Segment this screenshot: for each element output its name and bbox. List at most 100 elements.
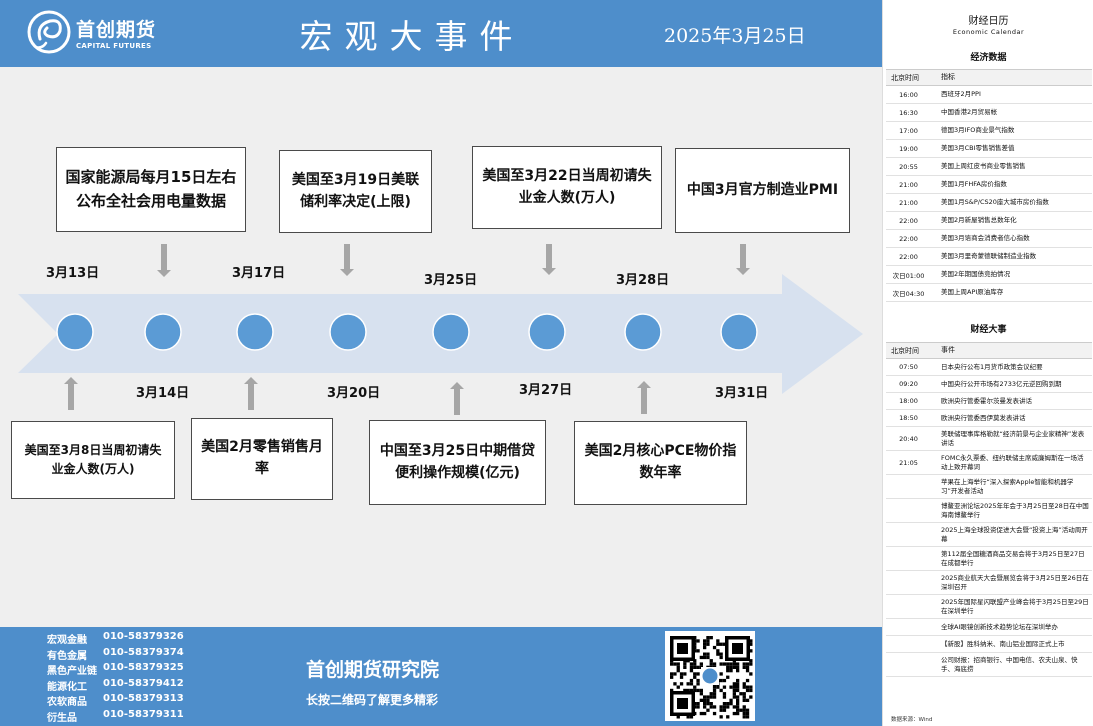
data-source: 数据来源：Wind: [891, 717, 933, 723]
date-label-mar20: 3月20日: [327, 386, 381, 401]
event-box-us-jobless-claims-mar8: 美国至3月8日当周初请失业金人数(万人): [11, 421, 175, 499]
company-logo[interactable]: 首创期货 CAPITAL FUTURES: [26, 9, 176, 59]
row-item: FOMC永久票委、纽约联储主席威廉姆斯在一场活动上致开幕词: [941, 454, 1084, 471]
contact-phone[interactable]: 010-58379326: [103, 631, 184, 642]
logo-swirl-icon: [27, 10, 71, 54]
row-time: 次日01:00: [892, 271, 925, 280]
major-event-row: 18:50 欧洲央行管委西伊莫发表讲话: [886, 410, 1092, 427]
date-label-mar28: 3月28日: [616, 273, 670, 288]
arrow-down-icon: [736, 244, 750, 275]
contact-phone[interactable]: 010-58379412: [103, 677, 184, 689]
row-time: 17:00: [899, 126, 918, 135]
date-label-mar14: 3月14日: [136, 386, 190, 401]
row-time: 22:00: [899, 252, 918, 261]
event-box-china-pmi: 中国3月官方制造业PMI: [675, 148, 850, 233]
calendar-title: 财经日历: [968, 16, 1009, 27]
date-label-mar27: 3月27日: [519, 383, 573, 398]
major-event-row: 2025上海全球投资促进大会暨“投资上海”活动周开幕: [886, 523, 1092, 547]
arrow-up-icon: [64, 377, 78, 410]
event-box-fed-rate: 美国至3月19日美联储利率决定(上限): [279, 150, 432, 233]
major-event-row: 全球AI眼镜创新技术趋势论坛在深圳举办: [886, 619, 1092, 636]
timeline-node: [624, 313, 662, 351]
report-date: 2025年3月25日: [664, 25, 806, 47]
row-item: 全球AI眼镜创新技术趋势论坛在深圳举办: [941, 622, 1058, 631]
economic-data-row: 22:00 美国3月里奇蒙德联储制造业指数: [886, 248, 1092, 266]
contact-phone[interactable]: 010-58379311: [103, 708, 184, 720]
contact-phone[interactable]: 010-58379325: [103, 662, 184, 673]
major-event-row: 博鳌亚洲论坛2025年年会于3月25日至28日在中国海南博鳌举行: [886, 499, 1092, 523]
row-item: 苹果在上海举行“深入探索Apple智能和机器学习”开发者活动: [941, 478, 1074, 495]
timeline-node: [720, 313, 758, 351]
row-item: 德国3月IFO商业景气指数: [941, 126, 1015, 135]
row-time: 22:00: [899, 234, 918, 243]
row-item: 2025上海全球投资促进大会暨“投资上海”活动周开幕: [941, 526, 1088, 543]
contact-dept: 能源化工: [47, 681, 87, 693]
col-event-header: 事件: [941, 345, 955, 354]
row-item: 欧洲央行管委西伊莫发表讲话: [941, 413, 1026, 422]
row-item: 美联储理事库格勒就“经济前景与企业家精神”发表讲话: [941, 430, 1085, 447]
arrow-down-icon: [542, 244, 556, 275]
date-label-mar13: 3月13日: [46, 266, 100, 281]
timeline-node: [144, 313, 182, 351]
row-time: 19:00: [899, 144, 918, 153]
contact-row: 黑色产业链 010-58379325: [47, 662, 184, 678]
timeline-node: [528, 313, 566, 351]
row-time: 07:50: [899, 363, 918, 371]
row-item: 美国3月里奇蒙德联储制造业指数: [941, 252, 1037, 261]
row-item: 中国央行公开市场有2733亿元逆回购到期: [941, 379, 1062, 388]
row-item: 美国2月新屋销售总数年化: [941, 216, 1017, 225]
contact-list: 宏观金融 010-58379326 有色金属 010-58379374 黑色产业链 010…: [47, 631, 184, 724]
row-time: 16:30: [899, 108, 918, 117]
timeline-node: [432, 313, 470, 351]
row-time: 09:20: [899, 380, 918, 388]
arrow-up-icon: [450, 382, 464, 415]
row-item: 公司财报：招商银行、中国电信、农夫山泉、快手、海底捞: [941, 656, 1078, 673]
contact-phone[interactable]: 010-58379374: [103, 646, 184, 658]
row-item: 西班牙2月PPI: [941, 90, 981, 99]
contact-dept: 黑色产业链: [47, 666, 97, 677]
row-item: 日本央行公布1月货币政策会议纪要: [941, 362, 1043, 371]
arrow-down-icon: [340, 244, 354, 276]
economic-calendar-panel: 财经日历 Economic Calendar 经济数据 北京时间 指标 16:0…: [882, 0, 1093, 726]
logo-text: 首创期货: [76, 19, 157, 41]
table-header: 北京时间 事件: [886, 342, 1092, 359]
timeline-graphic: [18, 244, 863, 415]
contact-dept: 农软商品: [47, 697, 87, 708]
arrow-up-icon: [637, 381, 651, 414]
row-item: 2025商业航天大会暨展览会将于3月25日至26日在深圳召开: [941, 574, 1089, 591]
col-indicator-header: 指标: [941, 72, 955, 81]
row-time: 18:50: [899, 414, 918, 422]
major-event-row: 公司财报：招商银行、中国电信、农夫山泉、快手、海底捞: [886, 653, 1092, 677]
event-box-us-retail-sales: 美国2月零售销售月率: [191, 418, 333, 500]
row-item: 美国上周红皮书商业零售销售: [941, 162, 1026, 171]
arrow-down-icon: [157, 244, 171, 277]
contact-dept: 宏观金融: [47, 635, 87, 646]
major-event-row: 2025年国际星闪联盟产业峰会将于3月25日至29日在深圳举行: [886, 595, 1092, 619]
section-major-events: 财经大事: [970, 325, 1007, 335]
contact-phone[interactable]: 010-58379313: [103, 693, 184, 704]
date-label-mar17: 3月17日: [232, 266, 286, 281]
qr-code-icon[interactable]: [665, 631, 755, 721]
row-time: 21:00: [899, 180, 918, 189]
row-item: 2025年国际星闪联盟产业峰会将于3月25日至29日在深圳举行: [941, 598, 1089, 615]
event-box-china-mlf: 中国至3月25日中期借贷便利操作规模(亿元): [369, 420, 546, 505]
contact-dept: 有色金属: [47, 650, 87, 662]
row-item: 博鳌亚洲论坛2025年年会于3月25日至28日在中国海南博鳌举行: [941, 502, 1089, 519]
row-item: 【新股】胜科纳米、南山铝业国际正式上市: [941, 639, 1065, 648]
major-event-row: 09:20 中国央行公开市场有2733亿元逆回购到期: [886, 376, 1092, 393]
date-label-mar31: 3月31日: [715, 386, 769, 401]
row-item: 美国2年期国债竞拍情况: [941, 270, 1011, 279]
timeline-node: [329, 313, 367, 351]
row-time: 16:00: [899, 90, 918, 99]
